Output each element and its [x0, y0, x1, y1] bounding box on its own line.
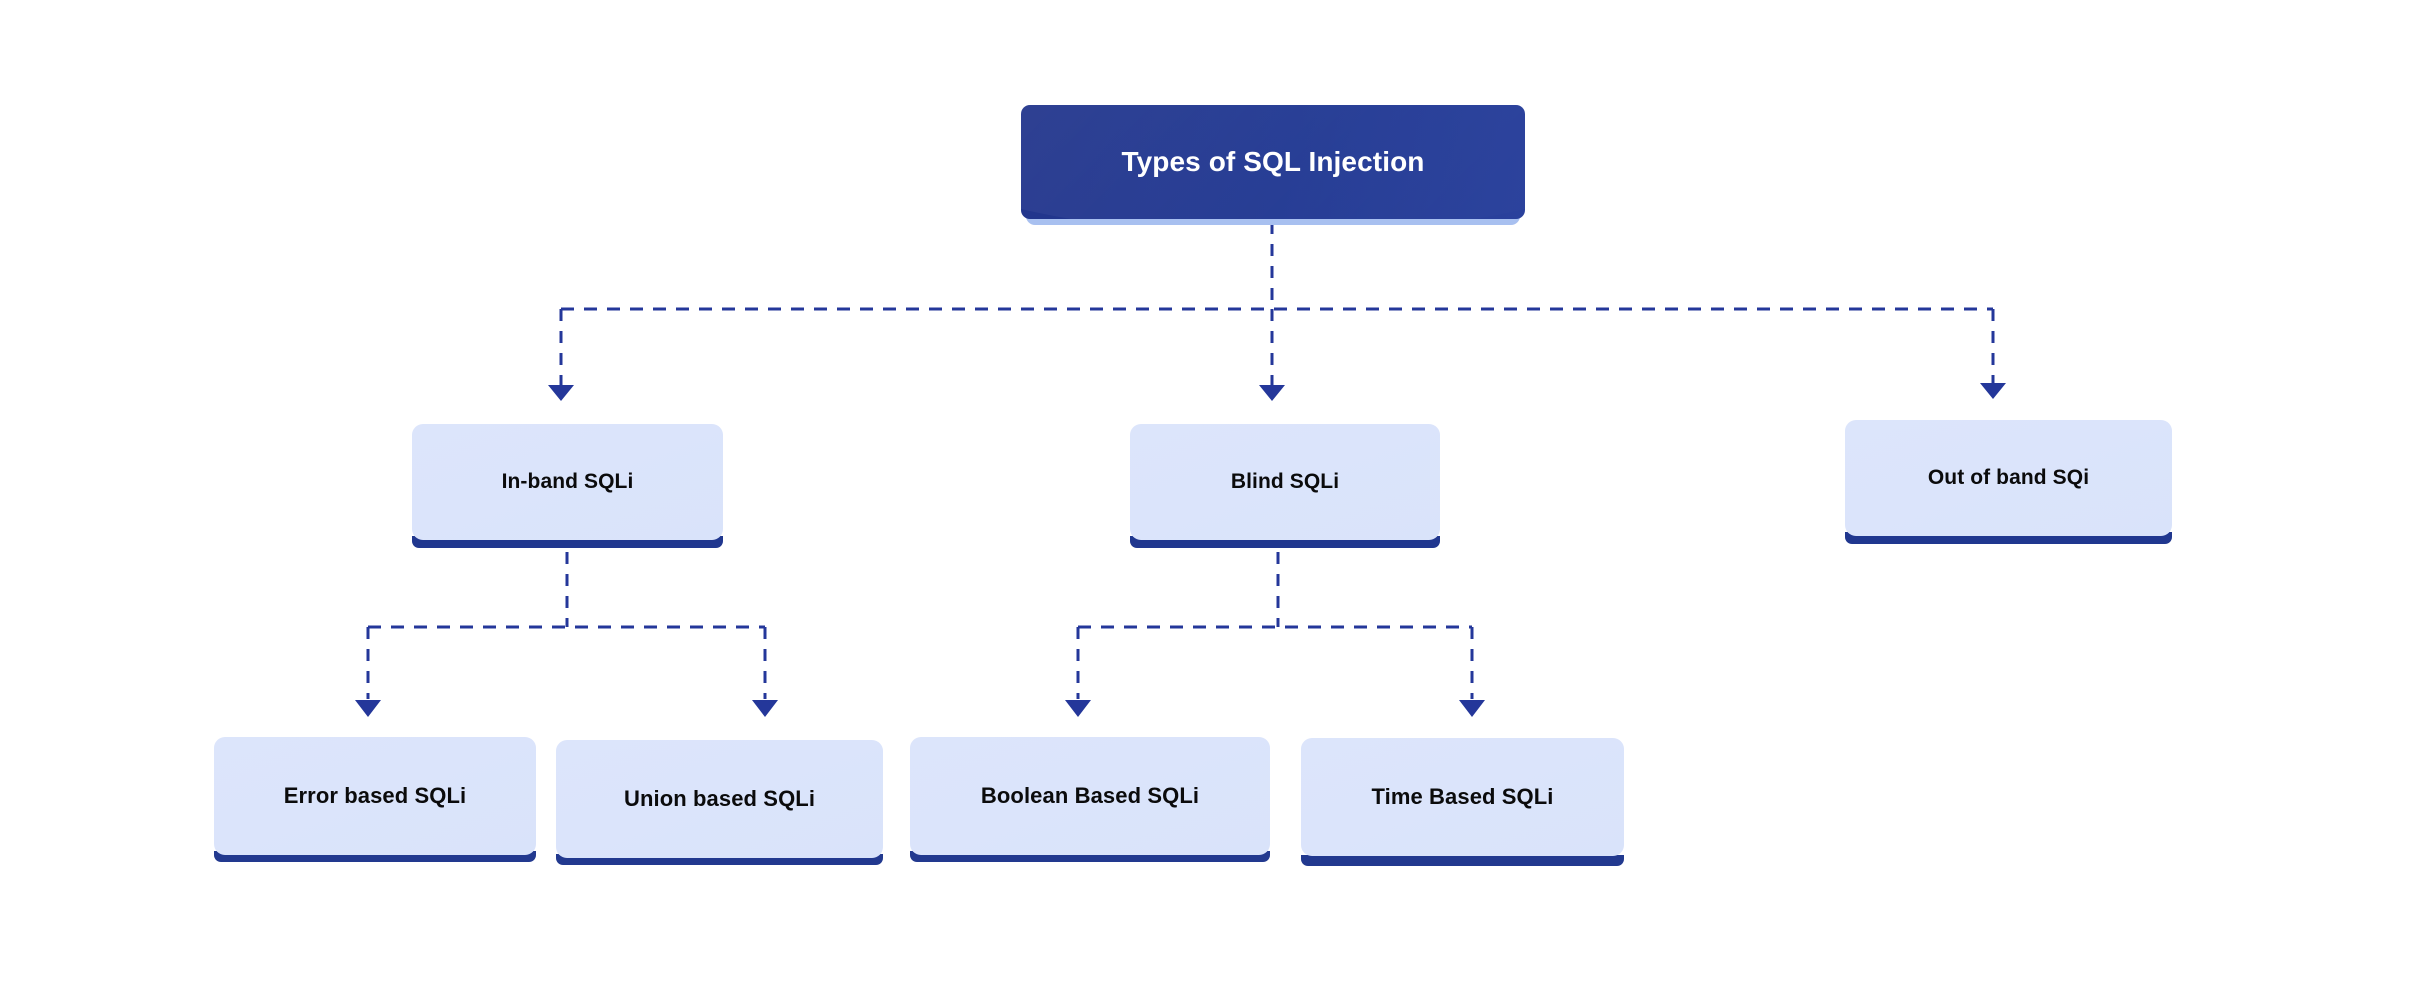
arrowhead-union [752, 700, 778, 717]
node-union-based-sqli[interactable]: Union based SQLi [556, 740, 883, 858]
boolean-based-underbar [910, 851, 1270, 862]
node-out-of-band-sqi[interactable]: Out of band SQi [1845, 420, 2172, 536]
node-label: In-band SQLi [501, 469, 634, 493]
time-based-underbar [1301, 855, 1624, 866]
union-based-underbar [556, 854, 883, 865]
node-blind-sqli[interactable]: Blind SQLi [1130, 424, 1440, 540]
node-in-band-sqli[interactable]: In-band SQLi [412, 424, 723, 540]
arrowhead-time [1459, 700, 1485, 717]
node-label: Boolean Based SQLi [980, 783, 1200, 809]
node-label: Blind SQLi [1230, 469, 1340, 493]
node-label: Union based SQLi [623, 786, 816, 812]
node-label: Error based SQLi [283, 783, 467, 809]
node-label: Out of band SQi [1927, 465, 2090, 489]
node-label: Types of SQL Injection [1121, 145, 1425, 177]
arrowhead-error [355, 700, 381, 717]
error-based-underbar [214, 851, 536, 862]
node-label: Time Based SQLi [1371, 784, 1554, 810]
arrowhead-out-band [1980, 383, 2006, 399]
node-boolean-based-sqli[interactable]: Boolean Based SQLi [910, 737, 1270, 855]
arrowhead-boolean [1065, 700, 1091, 717]
arrowheads [355, 383, 2006, 717]
arrowhead-in-band [548, 385, 574, 401]
node-time-based-sqli[interactable]: Time Based SQLi [1301, 738, 1624, 856]
node-error-based-sqli[interactable]: Error based SQLi [214, 737, 536, 855]
node-types-of-sql-injection[interactable]: Types of SQL Injection [1021, 105, 1525, 219]
arrowhead-blind [1259, 385, 1285, 401]
